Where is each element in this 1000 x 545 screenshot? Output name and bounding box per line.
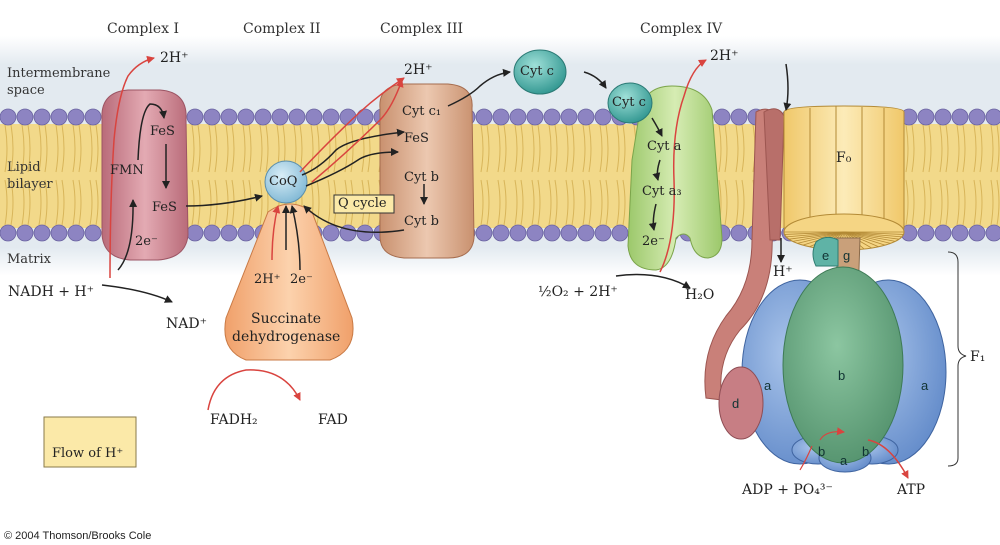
f1-bracket [947, 251, 967, 467]
adp-label: ADP + PO₄³⁻ [742, 482, 833, 498]
c3-cyt-b-1: Cyt b [404, 170, 439, 185]
fad-label: FAD [318, 412, 348, 428]
epsilon-subunit [812, 236, 839, 267]
subunit-e: e [822, 248, 830, 263]
c1-electrons: 2e⁻ [135, 234, 158, 249]
q-cycle-label: Q cycle [338, 196, 387, 211]
electron-flow-arrows [101, 63, 792, 303]
complex-1 [101, 89, 189, 261]
c1-proton-out: 2H⁺ [160, 50, 189, 66]
c2-name-2: dehydrogenase [232, 329, 341, 345]
c2-protons: 2H⁺ [254, 272, 281, 287]
header-complex-4: Complex IV [640, 21, 723, 37]
subunit-g: g [843, 248, 851, 263]
atp-proton-in: H⁺ [773, 264, 793, 280]
c4-cyt-a3: Cyt a₃ [642, 184, 682, 199]
copyright: © 2004 Thomson/Brooks Cole [4, 530, 152, 542]
header-complex-3: Complex III [380, 21, 464, 37]
c4-proton-out: 2H⁺ [710, 48, 739, 64]
subunit-a-left: a [764, 378, 772, 393]
cyt-c-free-label: Cyt c [520, 64, 554, 79]
region-intermembrane-2: space [7, 83, 45, 98]
nadh-label: NADH + H⁺ [8, 284, 95, 300]
complex-3 [379, 83, 475, 259]
f0-rotor [783, 105, 905, 251]
complex-2 [224, 203, 354, 361]
subunit-b-br: b [862, 444, 870, 459]
c3-fes: FeS [404, 131, 429, 146]
region-matrix: Matrix [7, 252, 51, 267]
f1-label: F₁ [970, 349, 986, 365]
subunit-a-bottom: a [840, 453, 848, 468]
coq-sphere [264, 160, 308, 204]
region-lipid-2: bilayer [7, 177, 53, 192]
c3-proton-out: 2H⁺ [404, 62, 433, 78]
water-label: H₂O [685, 287, 715, 303]
subunit-b-center: b [838, 368, 846, 383]
c4-cyt-a: Cyt a [647, 139, 682, 154]
c1-fes-top: FeS [150, 124, 175, 139]
subunit-b-bl: b [818, 444, 826, 459]
lipid-tails [4, 124, 1000, 226]
c4-cyt-c: Cyt c [612, 95, 646, 110]
legend-label: Flow of H⁺ [52, 446, 124, 461]
subunit-d: d [732, 396, 740, 411]
header-complex-2: Complex II [243, 21, 321, 37]
c2-name-1: Succinate [251, 311, 322, 327]
nad-label: NAD⁺ [166, 316, 207, 332]
f0-label: F₀ [836, 150, 852, 166]
cyt-c-bound-sphere [607, 82, 653, 124]
q-cycle-box [333, 194, 395, 214]
legend-box [43, 416, 137, 468]
c1-fes-bottom: FeS [152, 200, 177, 215]
atp-synthase-stator-top [763, 108, 785, 241]
atp-label: ATP [897, 482, 926, 498]
oxygen-label: ½O₂ + 2H⁺ [538, 284, 618, 300]
c3-cyt-c1: Cyt c₁ [402, 104, 442, 119]
c2-electrons: 2e⁻ [290, 272, 313, 287]
subunit-a-right: a [921, 378, 929, 393]
region-intermembrane: Intermembrane [7, 66, 111, 81]
f1-head [718, 266, 947, 473]
c1-fmn: FMN [110, 163, 144, 178]
region-lipid: Lipid [7, 160, 41, 175]
fadh2-label: FADH₂ [210, 412, 258, 428]
header-complex-1: Complex I [107, 21, 180, 37]
c3-cyt-b-2: Cyt b [404, 214, 439, 229]
c4-electrons: 2e⁻ [642, 234, 665, 249]
coq-label: CoQ [269, 174, 298, 189]
cyt-c-free-sphere [513, 49, 567, 95]
